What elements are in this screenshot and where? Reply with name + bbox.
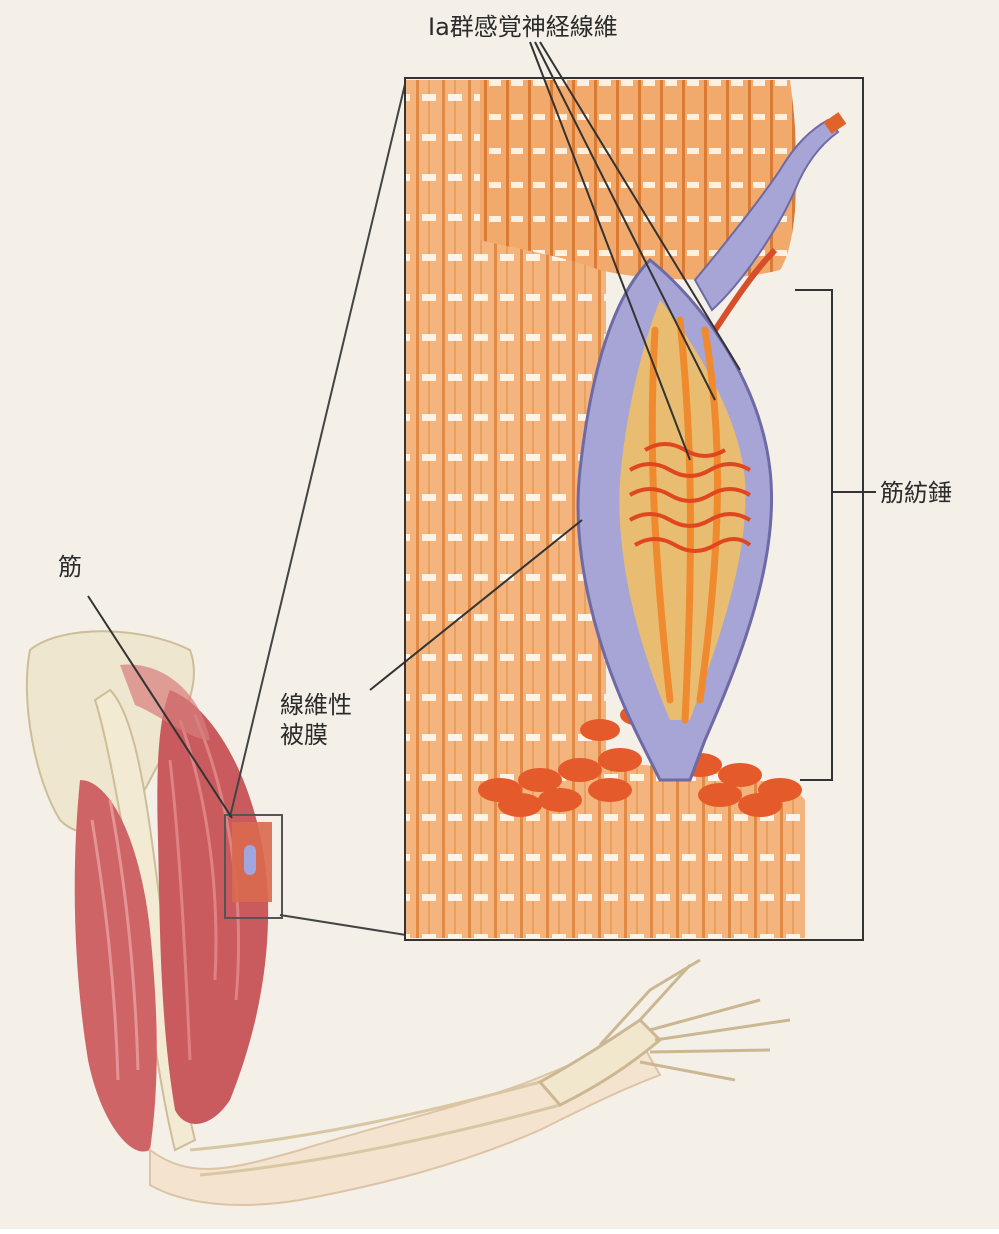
label-fibrous-capsule: 線維性 被膜 <box>280 690 352 750</box>
magnified-panel <box>405 78 863 940</box>
label-muscle: 筋 <box>58 552 82 582</box>
label-muscle-spindle: 筋紡錘 <box>880 478 952 508</box>
label-capsule-line2: 被膜 <box>280 720 352 750</box>
label-capsule-line1: 線維性 <box>280 690 352 720</box>
label-ia-sensory-fiber: Ⅰa群感覚神経線維 <box>428 12 618 42</box>
